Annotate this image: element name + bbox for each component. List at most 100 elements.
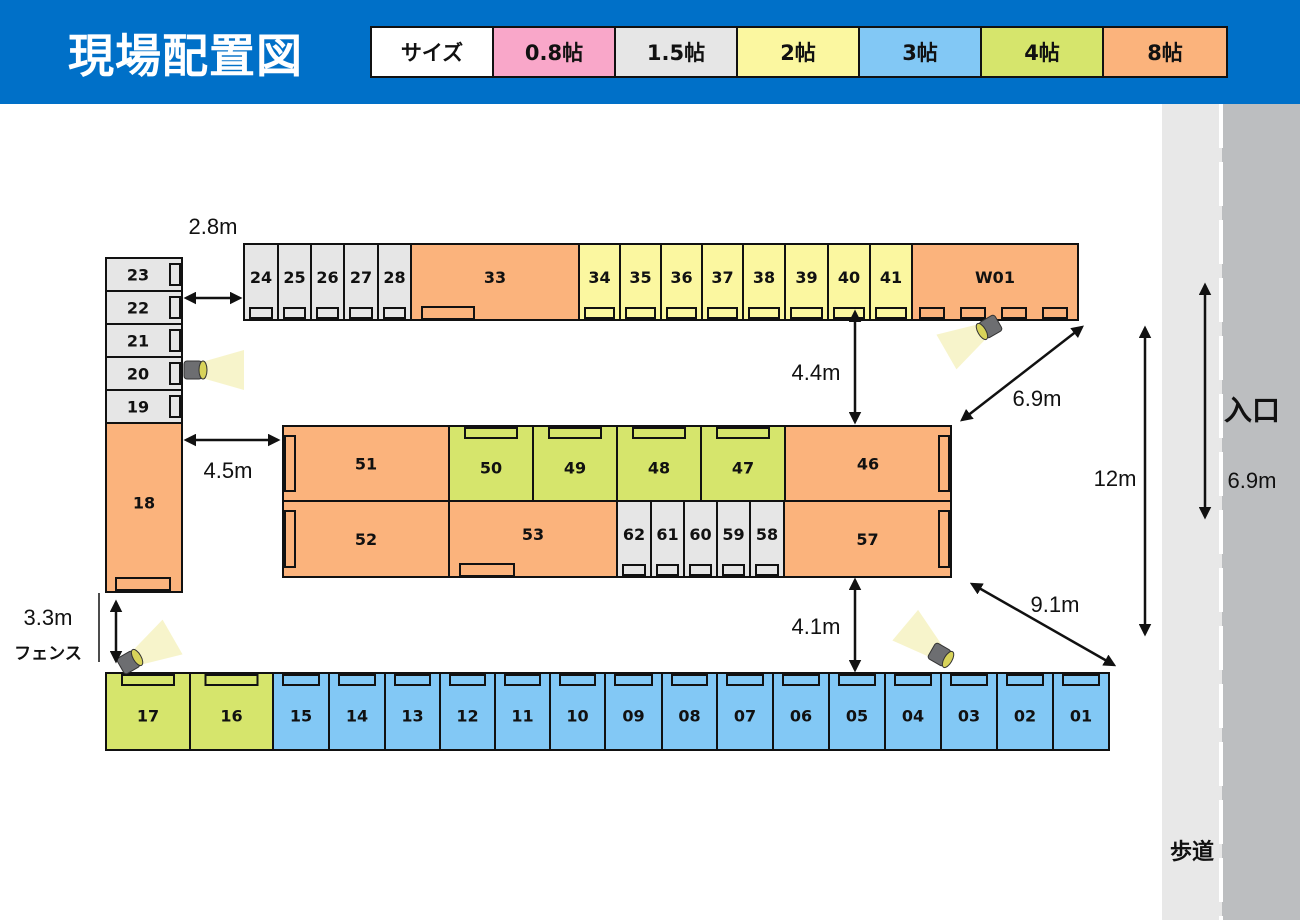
dim-label-diag-bottom-right: 9.1m bbox=[1031, 592, 1080, 617]
unit-number: 24 bbox=[250, 268, 272, 287]
unit-number: 04 bbox=[902, 707, 924, 726]
unit-08: 08 bbox=[661, 672, 718, 751]
unit-number: 02 bbox=[1014, 707, 1036, 726]
unit-16: 16 bbox=[189, 672, 274, 751]
door-marker bbox=[1006, 674, 1044, 686]
unit-number: 46 bbox=[857, 455, 879, 474]
door-marker bbox=[1042, 307, 1068, 319]
unit-17: 17 bbox=[105, 672, 191, 751]
unit-25: 25 bbox=[277, 243, 312, 321]
unit-62: 62 bbox=[616, 500, 652, 578]
dim-label-gap-middle-left: 4.5m bbox=[204, 458, 253, 483]
road bbox=[1222, 104, 1300, 920]
door-marker bbox=[838, 674, 876, 686]
door-marker bbox=[755, 564, 779, 576]
unit-number: 03 bbox=[958, 707, 980, 726]
unit-box bbox=[105, 422, 183, 593]
door-marker bbox=[349, 307, 373, 319]
unit-50: 50 bbox=[448, 425, 534, 502]
sidewalk bbox=[1162, 104, 1222, 920]
entrance-label: 入口 bbox=[1224, 394, 1280, 427]
unit-number: 47 bbox=[732, 459, 754, 478]
door-marker bbox=[782, 674, 820, 686]
unit-number: 61 bbox=[656, 525, 678, 544]
unit-number: 57 bbox=[856, 530, 878, 549]
unit-number: 20 bbox=[127, 365, 149, 384]
door-marker bbox=[1062, 674, 1100, 686]
legend-item-6: 8帖 bbox=[1104, 28, 1226, 76]
unit-61: 61 bbox=[650, 500, 685, 578]
arrow-diag-top-right bbox=[960, 325, 1084, 422]
dim-label-fence: フェンス bbox=[14, 644, 82, 664]
unit-number: 19 bbox=[127, 398, 149, 417]
unit-07: 07 bbox=[716, 672, 774, 751]
unit-26: 26 bbox=[310, 243, 345, 321]
unit-number: 17 bbox=[137, 707, 159, 726]
unit-13: 13 bbox=[384, 672, 441, 751]
unit-number: 13 bbox=[401, 707, 423, 726]
door-marker bbox=[656, 564, 679, 576]
unit-number: 28 bbox=[383, 268, 405, 287]
unit-number: 60 bbox=[689, 525, 711, 544]
unit-47: 47 bbox=[700, 425, 786, 502]
unit-number: 51 bbox=[355, 455, 377, 474]
unit-number: 09 bbox=[622, 707, 644, 726]
unit-number: 52 bbox=[355, 530, 377, 549]
unit-27: 27 bbox=[343, 243, 379, 321]
dim-label-gap-bottom-middle: 4.1m bbox=[792, 614, 841, 639]
door-marker bbox=[204, 674, 259, 686]
door-marker bbox=[121, 674, 175, 686]
unit-05: 05 bbox=[828, 672, 886, 751]
door-marker bbox=[790, 307, 823, 319]
unit-number: 49 bbox=[564, 459, 586, 478]
door-marker bbox=[1001, 307, 1027, 319]
door-marker bbox=[584, 307, 615, 319]
door-marker bbox=[169, 263, 181, 286]
unit-number: 01 bbox=[1070, 707, 1092, 726]
unit-37: 37 bbox=[701, 243, 744, 321]
door-marker bbox=[938, 510, 950, 568]
unit-06: 06 bbox=[772, 672, 830, 751]
unit-number: 23 bbox=[127, 266, 149, 285]
door-marker bbox=[115, 577, 171, 591]
unit-number: 40 bbox=[838, 268, 860, 287]
door-marker bbox=[875, 307, 907, 319]
unit-number: 05 bbox=[846, 707, 868, 726]
door-marker bbox=[938, 435, 950, 492]
legend-item-4: 3帖 bbox=[860, 28, 982, 76]
legend-item-1: 0.8帖 bbox=[494, 28, 616, 76]
door-marker bbox=[689, 564, 712, 576]
unit-01: 01 bbox=[1052, 672, 1110, 751]
unit-number: 11 bbox=[511, 707, 533, 726]
door-marker bbox=[632, 427, 686, 439]
legend-item-5: 4帖 bbox=[982, 28, 1104, 76]
unit-23: 23 bbox=[105, 257, 183, 292]
flood-light-icon bbox=[116, 619, 183, 675]
road-divider-line bbox=[1219, 104, 1223, 920]
unit-number: 27 bbox=[350, 268, 372, 287]
page-title: 現場配置図 bbox=[68, 29, 303, 83]
dim-label-depth-right: 12m bbox=[1094, 466, 1137, 491]
unit-number: 35 bbox=[629, 268, 651, 287]
door-marker bbox=[504, 674, 541, 686]
unit-number: 48 bbox=[648, 459, 670, 478]
flood-light-icon bbox=[892, 609, 955, 669]
dim-label-gap-top-left: 2.8m bbox=[189, 214, 238, 239]
unit-04: 04 bbox=[884, 672, 942, 751]
legend-item-0: サイズ bbox=[372, 28, 494, 76]
unit-41: 41 bbox=[869, 243, 913, 321]
unit-03: 03 bbox=[940, 672, 998, 751]
door-marker bbox=[919, 307, 945, 319]
unit-number: 38 bbox=[753, 268, 775, 287]
unit-51: 51 bbox=[282, 425, 450, 502]
unit-number: 07 bbox=[734, 707, 756, 726]
door-marker bbox=[671, 674, 708, 686]
unit-02: 02 bbox=[996, 672, 1054, 751]
door-marker bbox=[284, 435, 296, 492]
dim-label-entrance-width: 6.9m bbox=[1228, 468, 1277, 493]
door-marker bbox=[338, 674, 376, 686]
door-marker bbox=[284, 510, 296, 568]
door-marker bbox=[421, 306, 475, 320]
